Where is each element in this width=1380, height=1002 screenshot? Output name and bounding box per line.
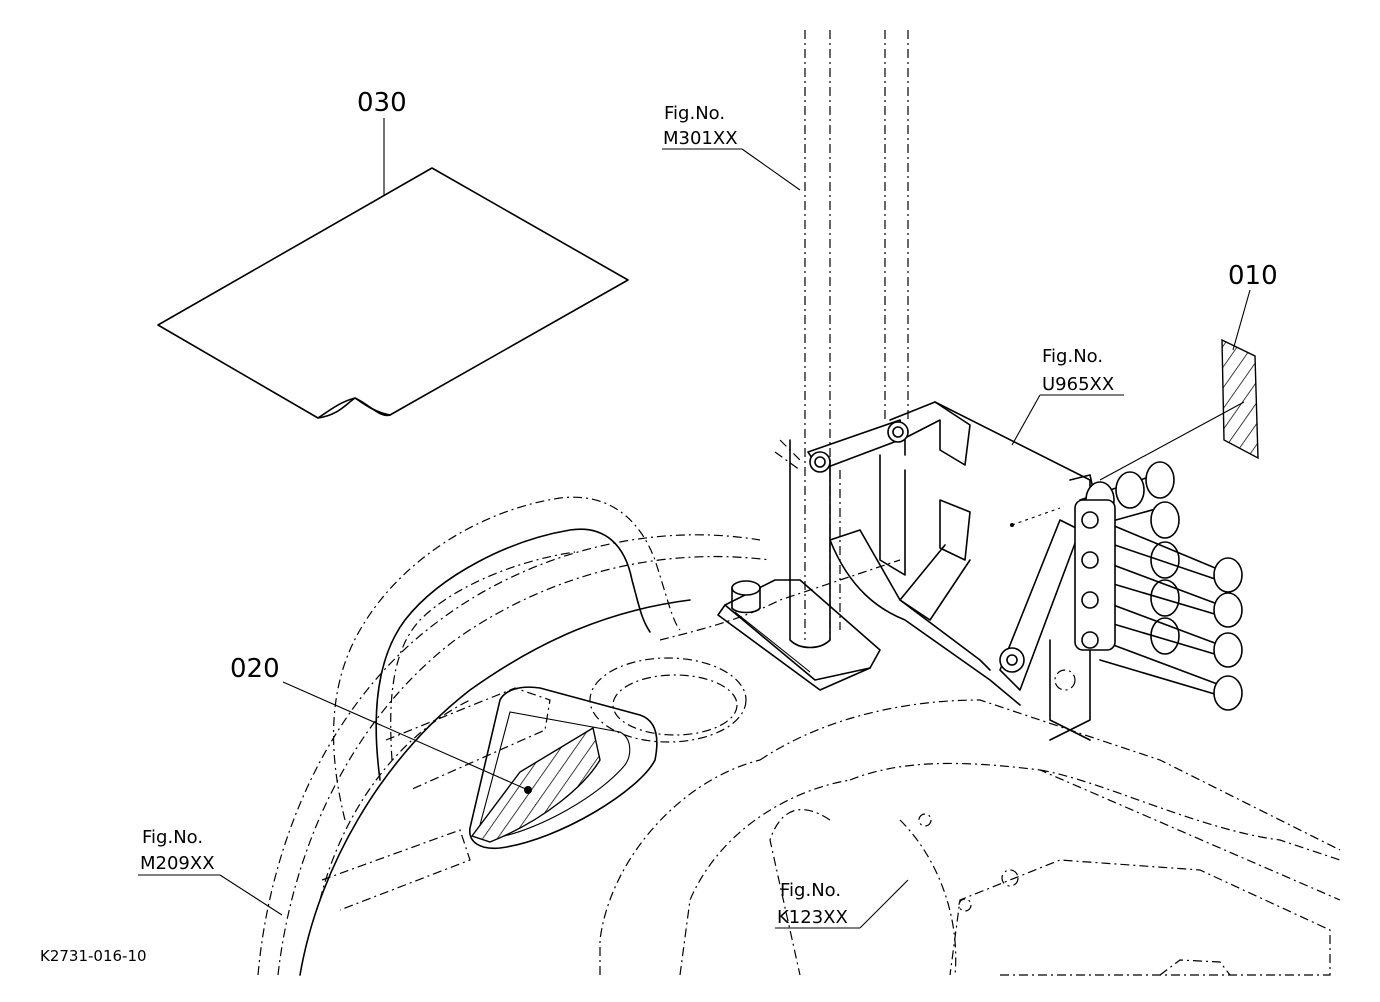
fig-ref-code-m301xx: M301XX [663,128,738,149]
drawing-code: K2731-016-10 [40,947,147,965]
fig-ref-code-u965xx: U965XX [1042,374,1114,395]
part-label-010: 010 [1228,261,1278,291]
base-structure [257,496,1341,976]
fig-ref-caption: Fig.No. [142,827,203,848]
part-010-decal [1221,338,1259,460]
lever-knobs [1049,461,1243,741]
part-label-030: 030 [357,88,407,118]
part-020-console [321,686,658,911]
part-label-020: 020 [230,654,280,684]
fig-ref-code-k123xx: K123XX [777,907,848,928]
part-030-sheet [157,167,629,419]
fig-ref-caption: Fig.No. [664,103,725,124]
fig-ref-caption: Fig.No. [1042,346,1103,367]
lever-bracket [807,401,1243,741]
fig-ref-code-m209xx: M209XX [140,853,215,874]
post-mount [717,579,881,691]
leader-lines [138,118,1251,929]
vertical-post [774,30,909,649]
fig-ref-caption: Fig.No. [780,880,841,901]
